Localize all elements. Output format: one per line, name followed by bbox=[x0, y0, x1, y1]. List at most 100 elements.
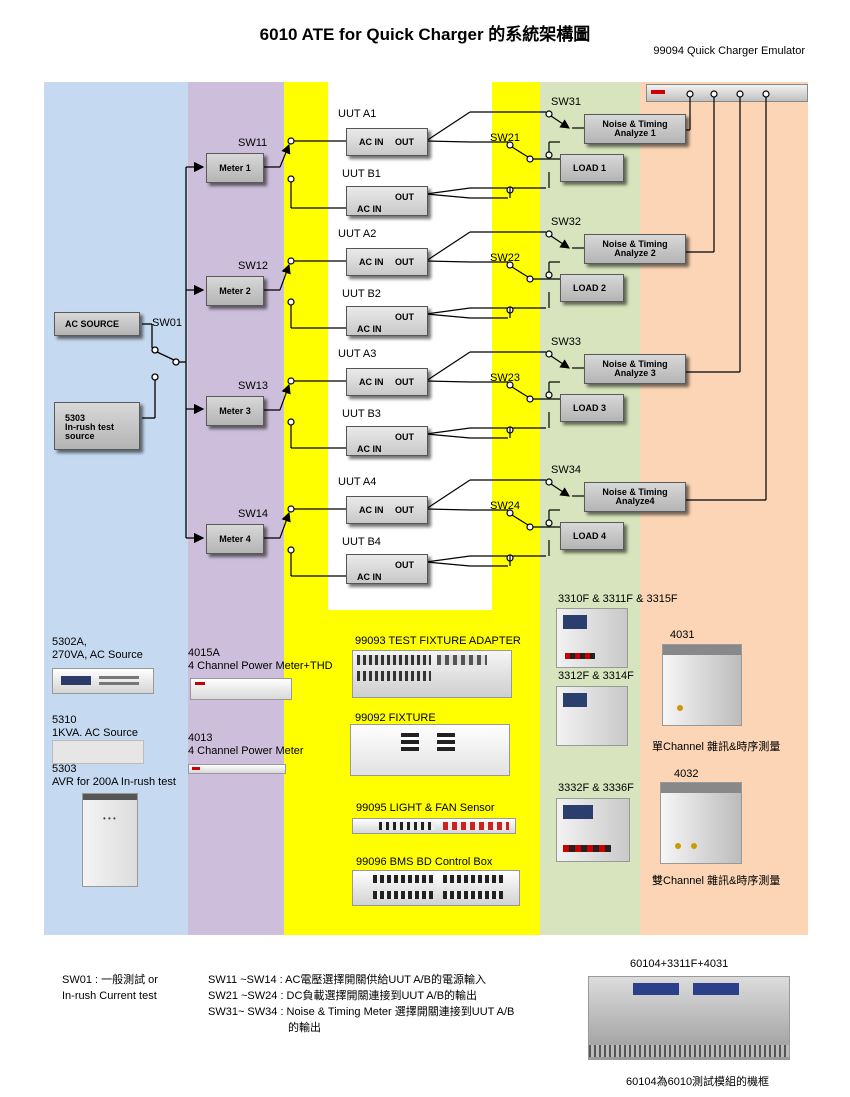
frame-title: 60104+3311F+4031 bbox=[630, 958, 729, 970]
analyzer-1-line-1: Noise & Timing bbox=[602, 119, 668, 129]
equip-4015a-label: 4015A 4 Channel Power Meter+THD bbox=[188, 647, 333, 673]
sw23-label: SW23 bbox=[490, 372, 520, 384]
emulator-label: 99094 Quick Charger Emulator bbox=[653, 45, 805, 57]
meter-1-box: Meter 1 bbox=[206, 153, 264, 183]
equip-99095-label: 99095 LIGHT & FAN Sensor bbox=[356, 802, 495, 814]
equip-5310-line-1: 5310 bbox=[52, 714, 77, 726]
analyzer-1-line-2: Analyze 1 bbox=[614, 128, 656, 138]
inrush-source-box: 5303 In-rush test source bbox=[54, 402, 140, 450]
sw12-label: SW12 bbox=[238, 260, 268, 272]
sw31-label: SW31 bbox=[551, 96, 581, 108]
load-2-box: LOAD 2 bbox=[560, 274, 624, 302]
equip-3312f-image bbox=[556, 686, 628, 746]
inrush-source-line-1: 5303 bbox=[65, 413, 86, 423]
emulator-rack bbox=[646, 84, 808, 102]
equip-5310-line-2: 1KVA. AC Source bbox=[52, 727, 139, 739]
uut-a3-label: UUT A3 bbox=[338, 348, 377, 360]
analyzer-3-line-2: Analyze 3 bbox=[614, 368, 656, 378]
meter-2-label: Meter 2 bbox=[219, 286, 251, 296]
analyzer-4-line-2: Analyze4 bbox=[615, 496, 655, 506]
analyzer-2-box: Noise & Timing Analyze 2 bbox=[584, 234, 686, 264]
meter-4-label: Meter 4 bbox=[219, 534, 251, 544]
uut-b1-box: OUT AC IN bbox=[346, 186, 428, 216]
uut-b4-acin: AC IN bbox=[357, 572, 382, 582]
power-meter-column bbox=[188, 82, 284, 935]
sw32-label: SW32 bbox=[551, 216, 581, 228]
equip-4032-label: 4032 bbox=[674, 768, 699, 780]
analyzer-3-line-1: Noise & Timing bbox=[602, 359, 668, 369]
equip-99093-label: 99093 TEST FIXTURE ADAPTER bbox=[355, 635, 521, 647]
equip-3332f-image bbox=[556, 798, 630, 862]
uut-b4-out: OUT bbox=[395, 560, 414, 570]
sw01-label: SW01 bbox=[152, 317, 182, 329]
analyzer-2-line-2: Analyze 2 bbox=[614, 248, 656, 258]
equip-99092-image bbox=[350, 724, 510, 776]
equip-3332f-label: 3332F & 3336F bbox=[558, 782, 634, 794]
ac-source-box: AC SOURCE bbox=[54, 312, 140, 336]
uut-a2-label: UUT A2 bbox=[338, 228, 377, 240]
sw24-label: SW24 bbox=[490, 500, 520, 512]
analyzer-2-line-1: Noise & Timing bbox=[602, 239, 668, 249]
inrush-source-line-2: In-rush test bbox=[65, 422, 115, 432]
uut-a2-out: OUT bbox=[395, 257, 414, 267]
uut-b4-box: OUT AC IN bbox=[346, 554, 428, 584]
uut-b1-label: UUT B1 bbox=[342, 168, 381, 180]
equip-3310f-label: 3310F & 3311F & 3315F bbox=[558, 593, 678, 605]
analyzer-3-box: Noise & Timing Analyze 3 bbox=[584, 354, 686, 384]
note-sw2x: SW21 ~SW24 : DC負載選擇開關連接到UUT A/B的輸出 bbox=[208, 990, 478, 1002]
equip-4032-image bbox=[660, 782, 742, 864]
load-3-box: LOAD 3 bbox=[560, 394, 624, 422]
equip-5302a-line-1: 5302A, bbox=[52, 636, 87, 648]
meter-2-box: Meter 2 bbox=[206, 276, 264, 306]
uut-b2-box: OUT AC IN bbox=[346, 306, 428, 336]
uut-b3-label: UUT B3 bbox=[342, 408, 381, 420]
equip-4015a-line-2: 4 Channel Power Meter+THD bbox=[188, 660, 333, 672]
note-sw01-line-2: In-rush Current test bbox=[62, 990, 157, 1002]
uut-b3-out: OUT bbox=[395, 432, 414, 442]
uut-a3-box: AC IN OUT bbox=[346, 368, 428, 396]
equip-5303-line-1: 5303 bbox=[52, 763, 77, 775]
equip-99092-label: 99092 FIXTURE bbox=[355, 712, 436, 724]
sw14-label: SW14 bbox=[238, 508, 268, 520]
uut-a1-label: UUT A1 bbox=[338, 108, 377, 120]
equip-4013-line-2: 4 Channel Power Meter bbox=[188, 745, 304, 757]
frame-caption: 60104為6010測試模組的機框 bbox=[626, 1076, 770, 1088]
equip-99095-image bbox=[352, 818, 516, 834]
uut-a4-out: OUT bbox=[395, 505, 414, 515]
diagram-title: 6010 ATE for Quick Charger 的系統架構圖 bbox=[259, 25, 591, 44]
analyzer-4-line-1: Noise & Timing bbox=[602, 487, 668, 497]
sw34-label: SW34 bbox=[551, 464, 581, 476]
uut-b3-box: OUT AC IN bbox=[346, 426, 428, 456]
equip-4031-label: 4031 bbox=[670, 629, 695, 641]
meter-4-box: Meter 4 bbox=[206, 524, 264, 554]
equip-3312f-label: 3312F & 3314F bbox=[558, 670, 634, 682]
note-sw1x: SW11 ~SW14 : AC電壓選擇開關供給UUT A/B的電源輸入 bbox=[208, 974, 487, 986]
load-3-label: LOAD 3 bbox=[573, 403, 607, 413]
equip-99093-image bbox=[352, 650, 512, 698]
sw13-label: SW13 bbox=[238, 380, 268, 392]
equip-4031-desc: 單Channel 雜訊&時序測量 bbox=[652, 741, 781, 753]
equip-5302a-label: 5302A, 270VA, AC Source bbox=[52, 636, 143, 662]
note-sw3x-line-2: 的輸出 bbox=[288, 1022, 321, 1034]
uut-a2-box: AC IN OUT bbox=[346, 248, 428, 276]
ac-source-label: AC SOURCE bbox=[65, 319, 120, 329]
inrush-source-line-3: source bbox=[65, 431, 95, 441]
sw11-label: SW11 bbox=[238, 137, 268, 149]
analyzer-1-box: Noise & Timing Analyze 1 bbox=[584, 114, 686, 144]
analyzer-4-box: Noise & Timing Analyze4 bbox=[584, 482, 686, 512]
uut-b2-out: OUT bbox=[395, 312, 414, 322]
frame-image bbox=[588, 976, 790, 1060]
equip-4015a-image bbox=[190, 678, 292, 700]
meter-3-box: Meter 3 bbox=[206, 396, 264, 426]
uut-b1-out: OUT bbox=[395, 192, 414, 202]
equip-4031-image bbox=[662, 644, 742, 726]
equip-3310f-image bbox=[556, 608, 628, 668]
equip-5303-image: • • • bbox=[82, 793, 138, 887]
equip-4032-desc: 雙Channel 雜訊&時序測量 bbox=[652, 875, 781, 887]
sw21-label: SW21 bbox=[490, 132, 520, 144]
uut-a2-acin: AC IN bbox=[359, 257, 384, 267]
equip-4013-label: 4013 4 Channel Power Meter bbox=[188, 732, 304, 758]
sw22-label: SW22 bbox=[490, 252, 520, 264]
equip-5302a-image bbox=[52, 668, 154, 694]
